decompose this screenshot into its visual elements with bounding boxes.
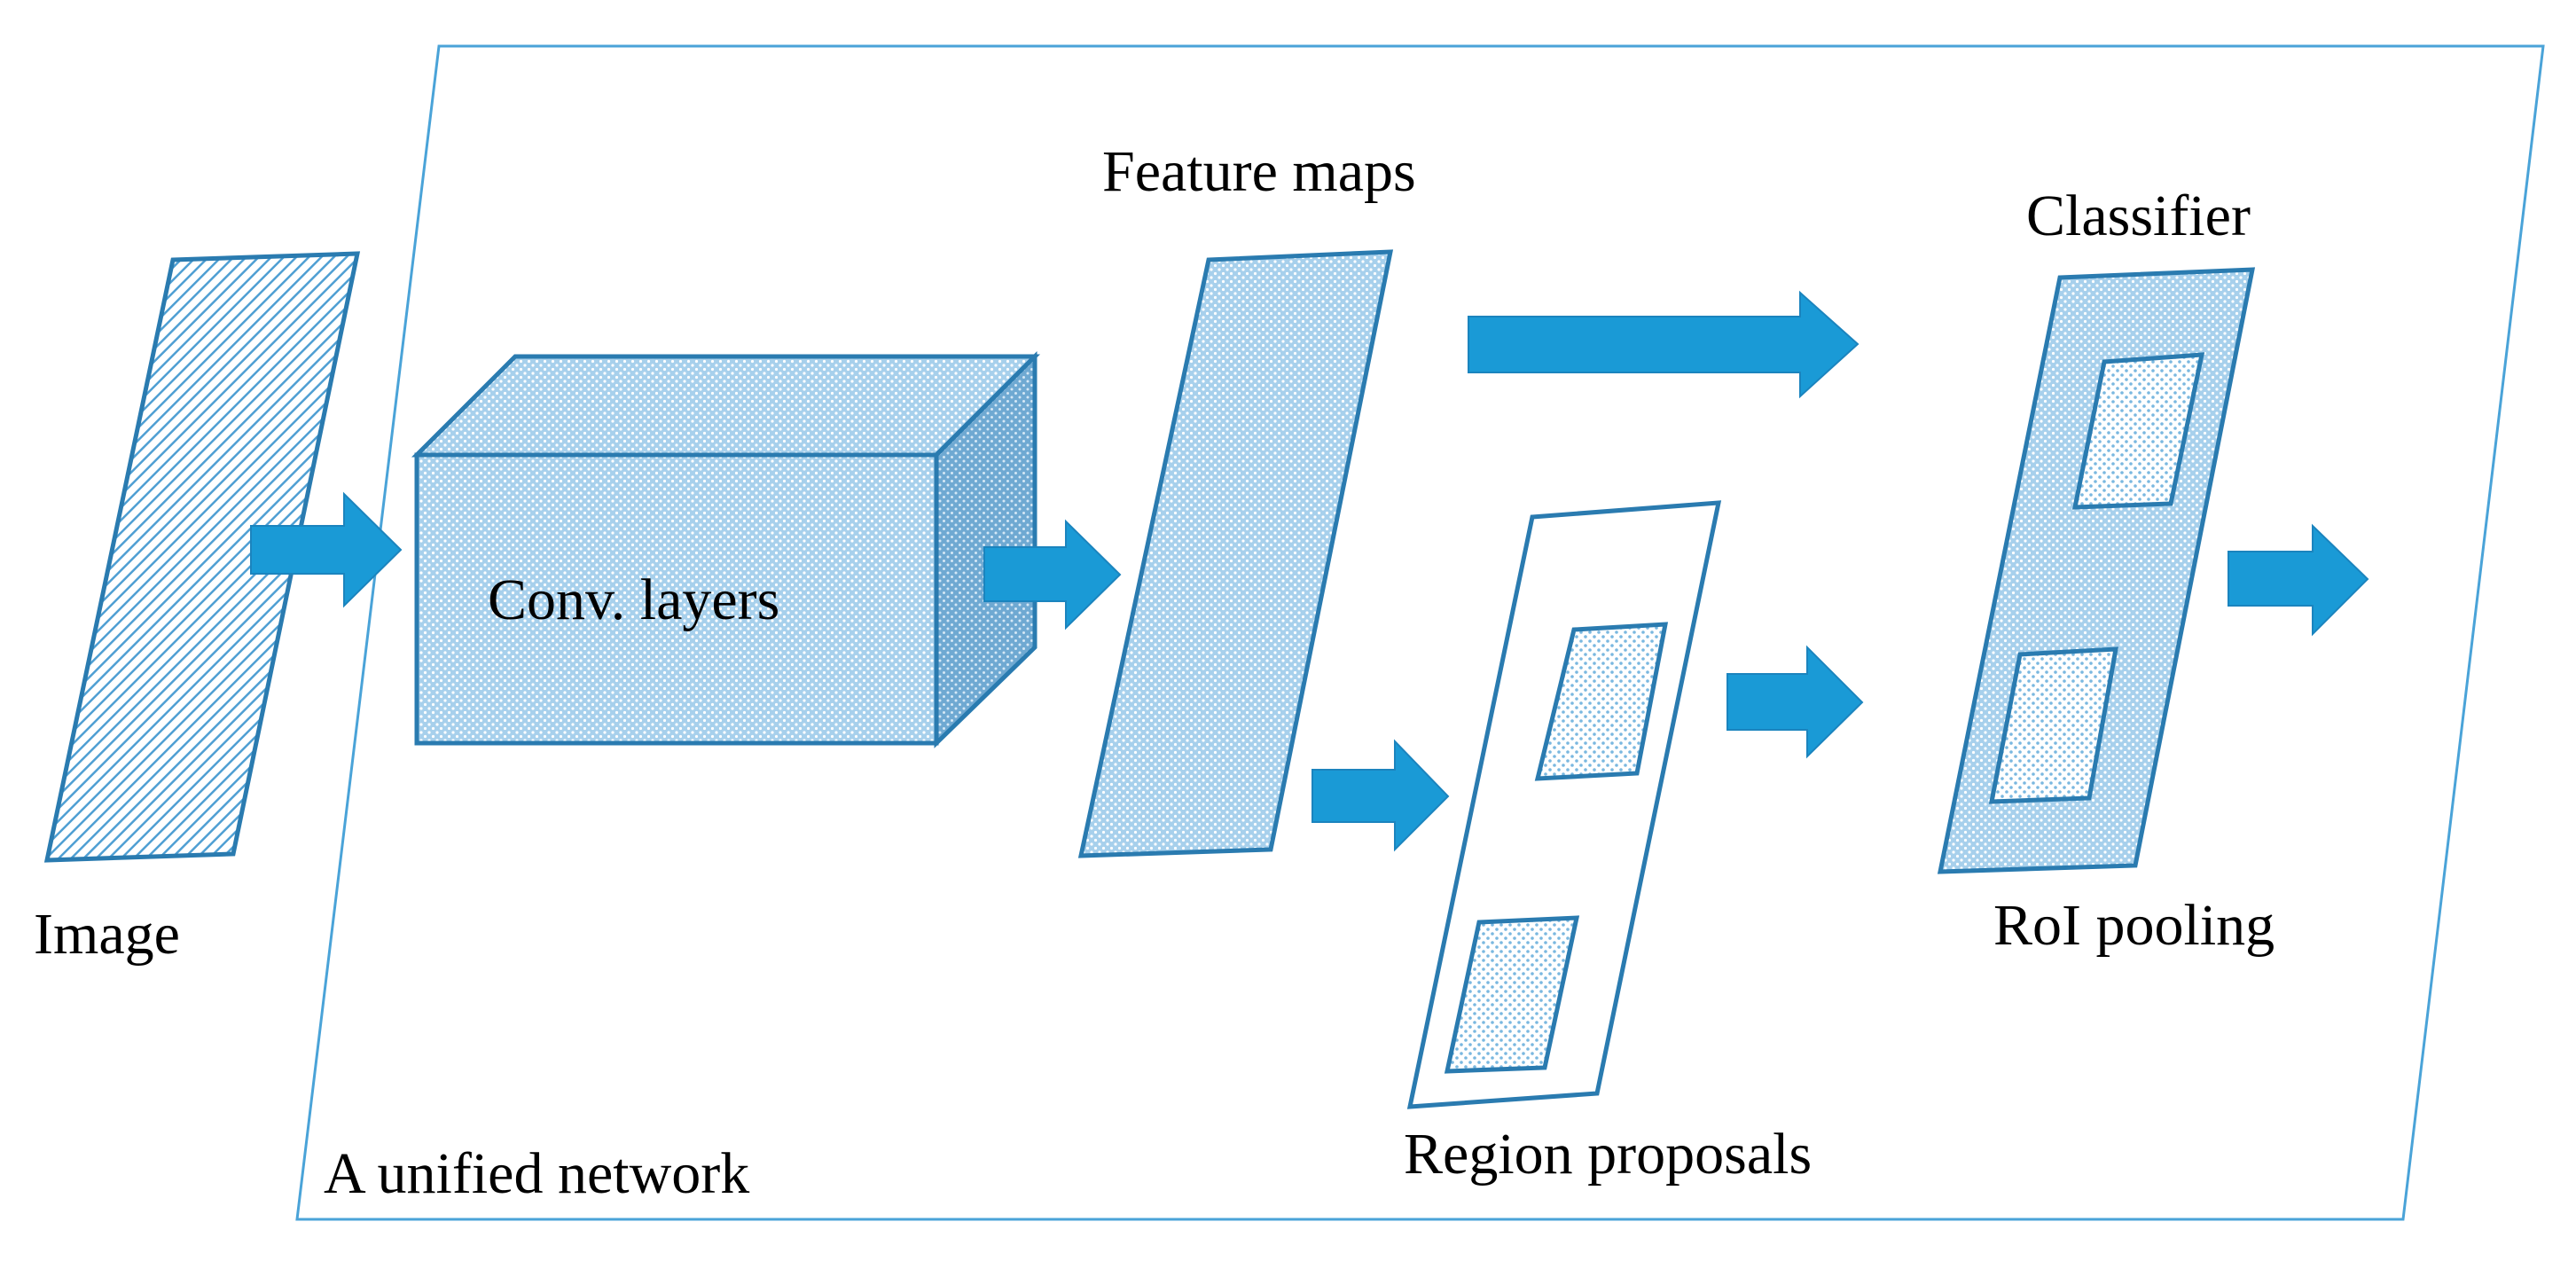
roi-pooling-panel xyxy=(1937,267,2256,874)
label-image: Image xyxy=(34,902,180,967)
arrow-proposals-to-roi xyxy=(1726,645,1864,759)
roi-box-top xyxy=(2071,352,2205,510)
feature-maps-shape xyxy=(1077,249,1394,858)
conv-box-top-face xyxy=(411,354,1041,458)
label-conv-layers: Conv. layers xyxy=(488,568,779,632)
input-image-shape xyxy=(43,251,361,863)
region-proposal-box-top xyxy=(1534,622,1669,781)
label-roi-pooling: RoI pooling xyxy=(1993,893,2275,958)
arrow-roi-output xyxy=(2228,523,2369,637)
label-region-proposals: Region proposals xyxy=(1404,1122,1812,1187)
label-classifier: Classifier xyxy=(2026,184,2251,248)
arrow-features-to-proposals xyxy=(1311,739,1450,852)
label-unified-network: A unified network xyxy=(324,1141,749,1206)
arrow-conv-to-features xyxy=(983,519,1122,630)
label-feature-maps: Feature maps xyxy=(1102,139,1416,204)
region-proposal-box-bottom xyxy=(1444,915,1580,1074)
arrow-image-to-conv xyxy=(250,491,403,608)
arrow-features-to-classifier xyxy=(1468,290,1860,399)
conv-box-front-face xyxy=(414,452,939,746)
region-proposals-panel xyxy=(1406,500,1722,1109)
roi-box-bottom xyxy=(1988,646,2119,804)
unified-network-frame xyxy=(295,44,2545,1221)
